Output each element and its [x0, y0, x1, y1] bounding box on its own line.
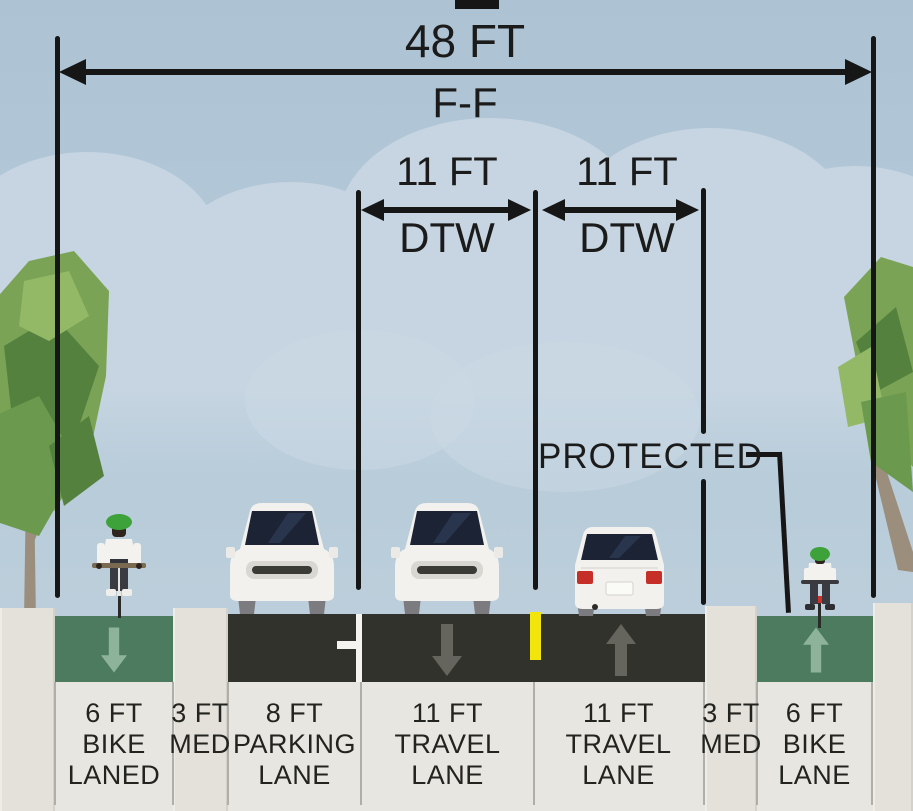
- sidewalk-left: [0, 608, 55, 811]
- lane-label-travel-left: 11 FT TRAVEL LANE: [361, 698, 534, 791]
- lane-label-line: BIKE: [82, 729, 146, 759]
- arrowhead-left-icon: [542, 199, 565, 221]
- lane-label-travel-right: 11 FT TRAVEL LANE: [534, 698, 703, 791]
- top-crop-artifact: [455, 0, 499, 9]
- arrowhead-right-icon: [508, 199, 531, 221]
- dtw-right-boundary-line-upper: [701, 188, 706, 434]
- lane-label-line: LANED: [67, 760, 161, 790]
- dtw-left-boundary-line: [356, 190, 361, 590]
- lane-label-line: 6 FT: [85, 698, 143, 728]
- label-divider: [756, 682, 758, 805]
- travel-car-front-illustration: [391, 503, 503, 614]
- lane-label-line: LANE: [582, 760, 655, 790]
- travel-lane-right-up-arrow-icon: [606, 624, 636, 676]
- lane-label-line: 6 FT: [785, 698, 844, 728]
- right-travel-width-value: 11 FT: [576, 150, 678, 194]
- arrowhead-right-icon: [845, 59, 872, 85]
- lane-label-line: MED: [169, 729, 231, 759]
- cloud: [430, 342, 700, 492]
- lane-label-median-right: 3 FT MED: [698, 698, 764, 760]
- arrowhead-left-icon: [59, 59, 86, 85]
- bike-lane-left-down-arrow-icon: [101, 627, 127, 673]
- overall-width-value: 48 FT: [404, 15, 526, 67]
- median-left: [173, 608, 228, 811]
- label-divider: [172, 682, 174, 805]
- label-divider: [871, 682, 873, 805]
- lane-label-bike-right: 6 FT BIKE LANE: [756, 698, 873, 791]
- centerline-yellow-marking: [530, 612, 541, 660]
- protected-annotation: PROTECTED: [538, 437, 763, 476]
- cyclist-front-illustration: [92, 514, 146, 618]
- label-divider: [533, 682, 535, 805]
- overall-dimension-right-line: [871, 36, 876, 598]
- lane-label-line: LANE: [411, 760, 484, 790]
- label-divider: [360, 682, 362, 805]
- travel-lane-left-down-arrow-icon: [432, 624, 462, 676]
- dtw-center-boundary-line: [533, 190, 538, 590]
- lane-label-line: BIKE: [782, 729, 847, 759]
- lane-label-bike-left: 6 FT BIKE LANED: [55, 698, 173, 791]
- parking-lane-tee-marking: [337, 641, 356, 649]
- label-divider: [54, 682, 56, 805]
- bike-lane-right-up-arrow-icon: [803, 627, 829, 673]
- lane-label-panel: [0, 682, 913, 811]
- lane-label-line: LANE: [258, 760, 331, 790]
- median-right: [705, 606, 757, 811]
- tree-left-illustration: [0, 251, 109, 621]
- travel-car-rear-illustration: [575, 527, 664, 616]
- lane-label-median-left: 3 FT MED: [166, 698, 234, 760]
- lane-label-line: TRAVEL: [394, 729, 501, 759]
- dtw-right-boundary-line-lower: [701, 479, 706, 605]
- arrowhead-left-icon: [361, 199, 384, 221]
- lane-label-line: 8 FT: [265, 698, 324, 728]
- dtw-right-arrow-shaft: [562, 207, 679, 213]
- lane-label-line: 11 FT: [411, 698, 483, 728]
- lane-label-line: 3 FT: [171, 698, 229, 728]
- lane-label-line: 3 FT: [702, 698, 760, 728]
- left-travel-width-reference: DTW: [399, 214, 495, 261]
- right-travel-width-reference: DTW: [579, 214, 675, 261]
- label-divider: [703, 682, 705, 805]
- tree-right-illustration: [838, 257, 913, 572]
- overall-dimension-left-line: [55, 36, 60, 598]
- dtw-left-arrow-shaft: [380, 207, 512, 213]
- parked-car-front-illustration: [226, 503, 338, 614]
- left-travel-width-value: 11 FT: [396, 150, 498, 194]
- overall-dimension-arrow-shaft: [82, 69, 846, 75]
- cyclist-rear-illustration: [801, 547, 839, 628]
- parking-lane-line-marking: [356, 614, 362, 682]
- lane-label-line: LANE: [778, 760, 851, 790]
- lane-label-parking: 8 FT PARKING LANE: [228, 698, 361, 791]
- protected-leader-line-horizontal: [746, 452, 780, 457]
- lane-label-line: PARKING: [232, 729, 357, 759]
- lane-label-line: 11 FT: [582, 698, 654, 728]
- lane-label-line: TRAVEL: [565, 729, 672, 759]
- lane-label-line: MED: [700, 729, 762, 759]
- label-divider: [227, 682, 229, 805]
- arrowhead-right-icon: [676, 199, 699, 221]
- overall-width-reference: F-F: [432, 79, 498, 126]
- sidewalk-right: [873, 603, 913, 811]
